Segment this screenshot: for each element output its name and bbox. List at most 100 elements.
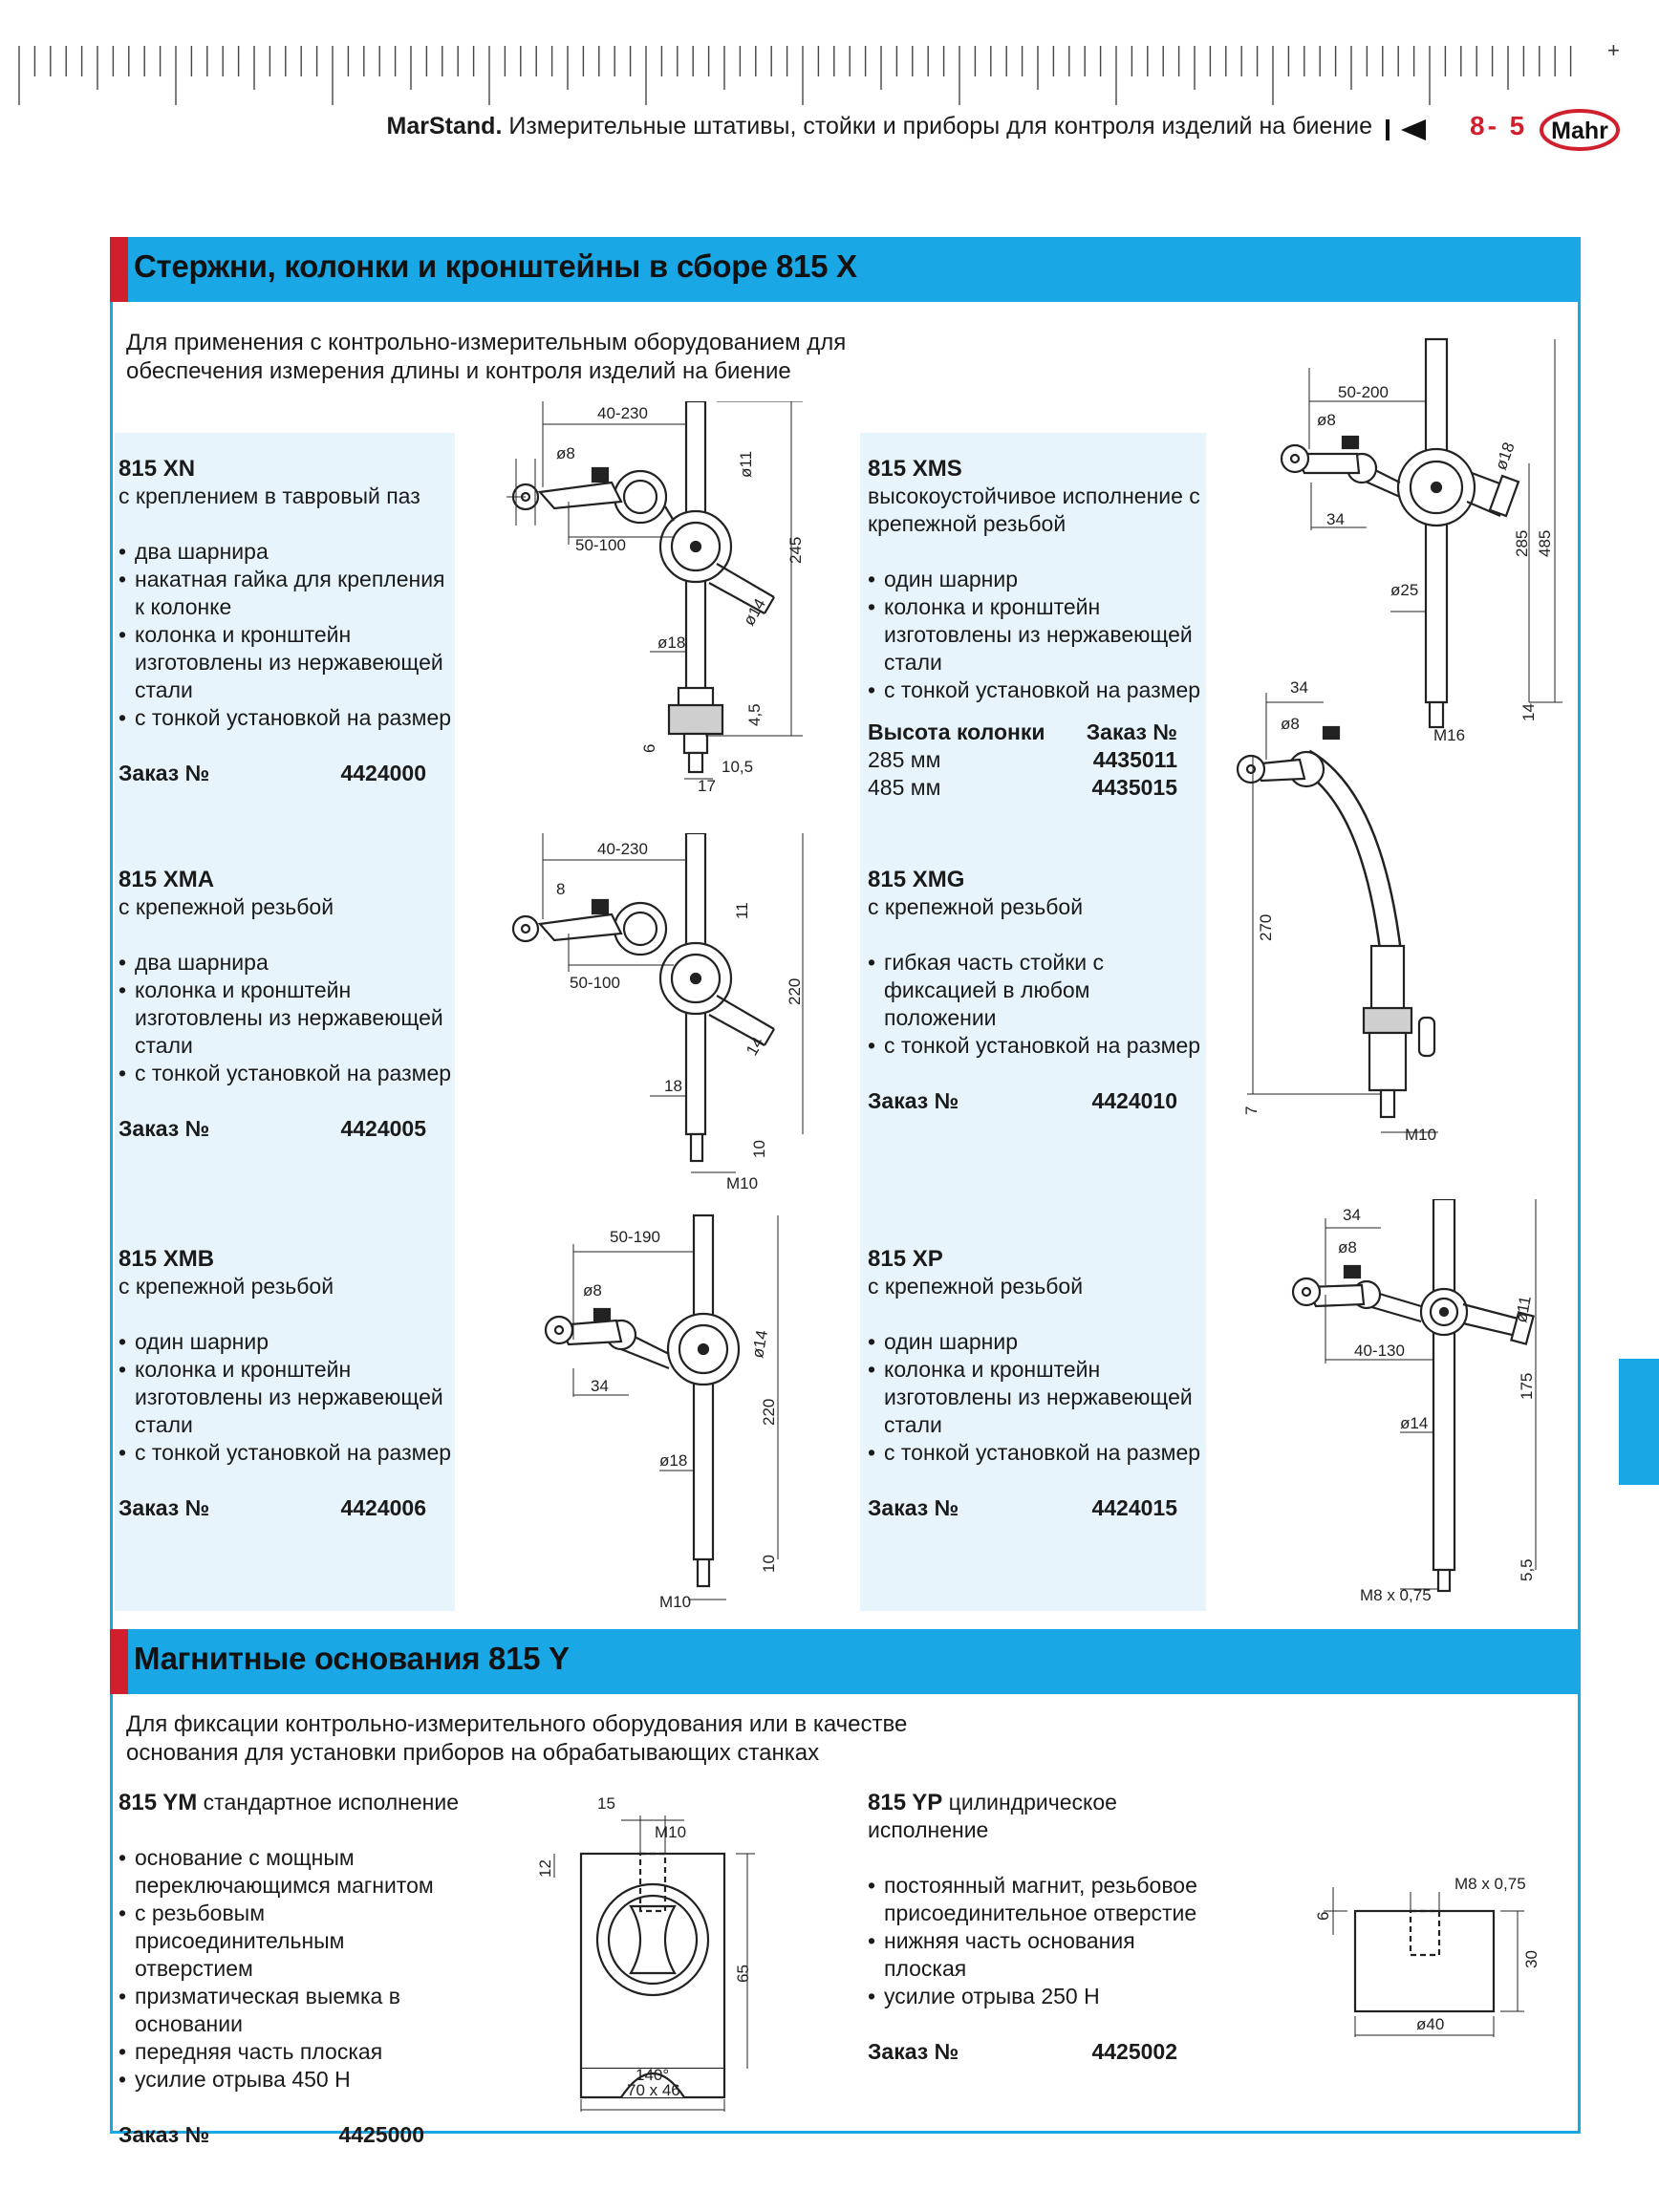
svg-text:50-190: 50-190 bbox=[610, 1228, 660, 1246]
svg-text:ø18: ø18 bbox=[1492, 440, 1519, 472]
svg-text:34: 34 bbox=[1290, 678, 1308, 697]
svg-text:M10: M10 bbox=[726, 1174, 758, 1192]
svg-text:11: 11 bbox=[733, 902, 751, 919]
svg-text:220: 220 bbox=[760, 1399, 778, 1426]
svg-text:50-100: 50-100 bbox=[570, 974, 620, 992]
svg-text:ø8: ø8 bbox=[1338, 1238, 1357, 1256]
svg-text:34: 34 bbox=[1343, 1206, 1361, 1224]
svg-text:M10: M10 bbox=[659, 1593, 691, 1611]
svg-text:30: 30 bbox=[1522, 1950, 1540, 1968]
section-rods-intro: Для применения с контрольно-измерительны… bbox=[126, 330, 847, 384]
svg-text:ø11: ø11 bbox=[1512, 1295, 1535, 1324]
svg-text:M16: M16 bbox=[1433, 726, 1465, 744]
svg-text:ø40: ø40 bbox=[1416, 2015, 1444, 2033]
header-title: Измерительные штативы, стойки и приборы … bbox=[502, 113, 1372, 140]
product-815ym: 815 YM стандартное исполнение основание … bbox=[118, 1789, 463, 2149]
svg-text:ø8: ø8 bbox=[583, 1281, 602, 1299]
svg-text:270: 270 bbox=[1257, 914, 1275, 941]
svg-text:485: 485 bbox=[1536, 530, 1554, 557]
svg-text:50-200: 50-200 bbox=[1338, 383, 1389, 401]
svg-text:14: 14 bbox=[1519, 703, 1538, 721]
logo-text: Mahr bbox=[1551, 118, 1608, 144]
svg-text:245: 245 bbox=[786, 537, 805, 564]
svg-text:M10: M10 bbox=[655, 1823, 686, 1841]
top-ruler bbox=[18, 46, 1572, 105]
svg-text:70 x 46: 70 x 46 bbox=[627, 2081, 680, 2099]
section-magnetic-intro: Для фиксации контрольно-измерительного о… bbox=[126, 1711, 908, 1766]
svg-text:65: 65 bbox=[734, 1965, 752, 1983]
header-brand: MarStand. bbox=[386, 113, 503, 140]
svg-text:220: 220 bbox=[786, 978, 804, 1005]
section-rods-title: Стержни, колонки и кронштейны в сборе 81… bbox=[134, 248, 857, 284]
svg-text:8: 8 bbox=[556, 880, 565, 898]
feature-list: один шарнир колонка и кронштейн изготовл… bbox=[868, 566, 1204, 704]
drawing-815ym: 15 M10 12 65 140° 70 x 46 bbox=[536, 1794, 755, 2112]
product-815xms: 815 XMS высокоустойчивое исполнение с кр… bbox=[868, 455, 1204, 802]
svg-text:34: 34 bbox=[591, 1377, 609, 1395]
svg-text:34: 34 bbox=[1326, 510, 1345, 528]
svg-text:ø14: ø14 bbox=[748, 1329, 771, 1360]
svg-text:M8 x 0,75: M8 x 0,75 bbox=[1360, 1586, 1432, 1604]
drawing-815yp: M8 x 0,75 6 30 ø40 bbox=[1314, 1875, 1540, 2037]
feature-list: основание с мощным переключающимся магни… bbox=[118, 1844, 463, 2094]
drawing-815xma: 40-230 8 50-100 11 220 14 18 10 M10 bbox=[511, 833, 804, 1192]
svg-text:10: 10 bbox=[750, 1140, 768, 1158]
drawing-815xn: 40-230 ø8 50-100 ø11 245 ø14 ø18 4,5 6 1… bbox=[506, 401, 805, 795]
feature-list: гибкая часть стойки с фиксацией в любом … bbox=[868, 949, 1204, 1060]
svg-text:50-100: 50-100 bbox=[575, 536, 626, 554]
svg-text:140°: 140° bbox=[636, 2066, 669, 2084]
feature-list: постоянный магнит, резьбовое присоединит… bbox=[868, 1872, 1204, 2010]
svg-text:ø18: ø18 bbox=[657, 634, 685, 652]
chapter-tab bbox=[1619, 1359, 1659, 1485]
svg-text:4,5: 4,5 bbox=[745, 703, 764, 726]
svg-text:285: 285 bbox=[1513, 530, 1531, 557]
svg-text:ø8: ø8 bbox=[1317, 411, 1336, 429]
svg-text:ø8: ø8 bbox=[1281, 715, 1300, 733]
feature-list: два шарнира колонка и кронштейн изготовл… bbox=[118, 949, 453, 1087]
svg-text:15: 15 bbox=[597, 1794, 615, 1813]
svg-text:ø18: ø18 bbox=[659, 1451, 687, 1470]
section-rods-title-bar: Стержни, колонки и кронштейны в сборе 81… bbox=[110, 237, 1581, 302]
drawing-815xmg: 34 ø8 270 7 M10 bbox=[1236, 678, 1438, 1144]
mahr-logo: Mahr bbox=[1540, 109, 1620, 151]
feature-list: один шарнир колонка и кронштейн изготовл… bbox=[868, 1328, 1204, 1467]
page-number: 8- 5 bbox=[1470, 111, 1528, 140]
svg-text:7: 7 bbox=[1242, 1106, 1260, 1115]
svg-text:ø8: ø8 bbox=[556, 444, 575, 462]
product-815yp: 815 YP цилиндрическое исполнение постоян… bbox=[868, 1789, 1204, 2066]
drawing-815xms: 50-200 ø8 ø18 34 285 485 ø25 14 M16 bbox=[1280, 337, 1562, 744]
feature-list: один шарнир колонка и кронштейн изготовл… bbox=[118, 1328, 453, 1467]
svg-text:10,5: 10,5 bbox=[722, 758, 753, 776]
product-815xp: 815 XP с крепежной резьбой один шарнир к… bbox=[868, 1245, 1204, 1522]
svg-text:10: 10 bbox=[760, 1555, 778, 1573]
section-magnetic-title: Магнитные основания 815 Y bbox=[134, 1641, 570, 1676]
drawing-815xmb: 50-190 ø8 34 ø14 220 ø18 10 M10 bbox=[544, 1213, 779, 1611]
svg-text:14: 14 bbox=[743, 1034, 767, 1059]
section-magnetic-title-bar: Магнитные основания 815 Y bbox=[110, 1629, 1581, 1694]
svg-text:M8 x 0,75: M8 x 0,75 bbox=[1454, 1875, 1526, 1893]
svg-text:40-230: 40-230 bbox=[597, 840, 648, 858]
crop-mark: + bbox=[1607, 38, 1620, 62]
running-header: MarStand. Измерительные штативы, стойки … bbox=[387, 113, 1372, 140]
svg-text:5,5: 5,5 bbox=[1518, 1558, 1536, 1581]
product-815xn: 815 XN с креплением в тавровый паз два ш… bbox=[118, 455, 453, 787]
arrow-left-icon bbox=[1386, 119, 1426, 140]
svg-text:ø11: ø11 bbox=[737, 451, 755, 478]
svg-text:M10: M10 bbox=[1405, 1126, 1436, 1144]
svg-text:ø14: ø14 bbox=[740, 595, 769, 629]
drawing-815xp: 34 ø8 ø11 40-130 175 ø14 5,5 M8 x 0,75 bbox=[1291, 1199, 1537, 1604]
svg-text:40-130: 40-130 bbox=[1354, 1342, 1405, 1360]
svg-text:12: 12 bbox=[536, 1859, 554, 1878]
svg-text:17: 17 bbox=[698, 777, 716, 795]
svg-text:ø25: ø25 bbox=[1390, 581, 1418, 599]
product-815xma: 815 XMA с крепежной резьбой два шарнира … bbox=[118, 866, 453, 1143]
svg-text:6: 6 bbox=[640, 744, 658, 753]
